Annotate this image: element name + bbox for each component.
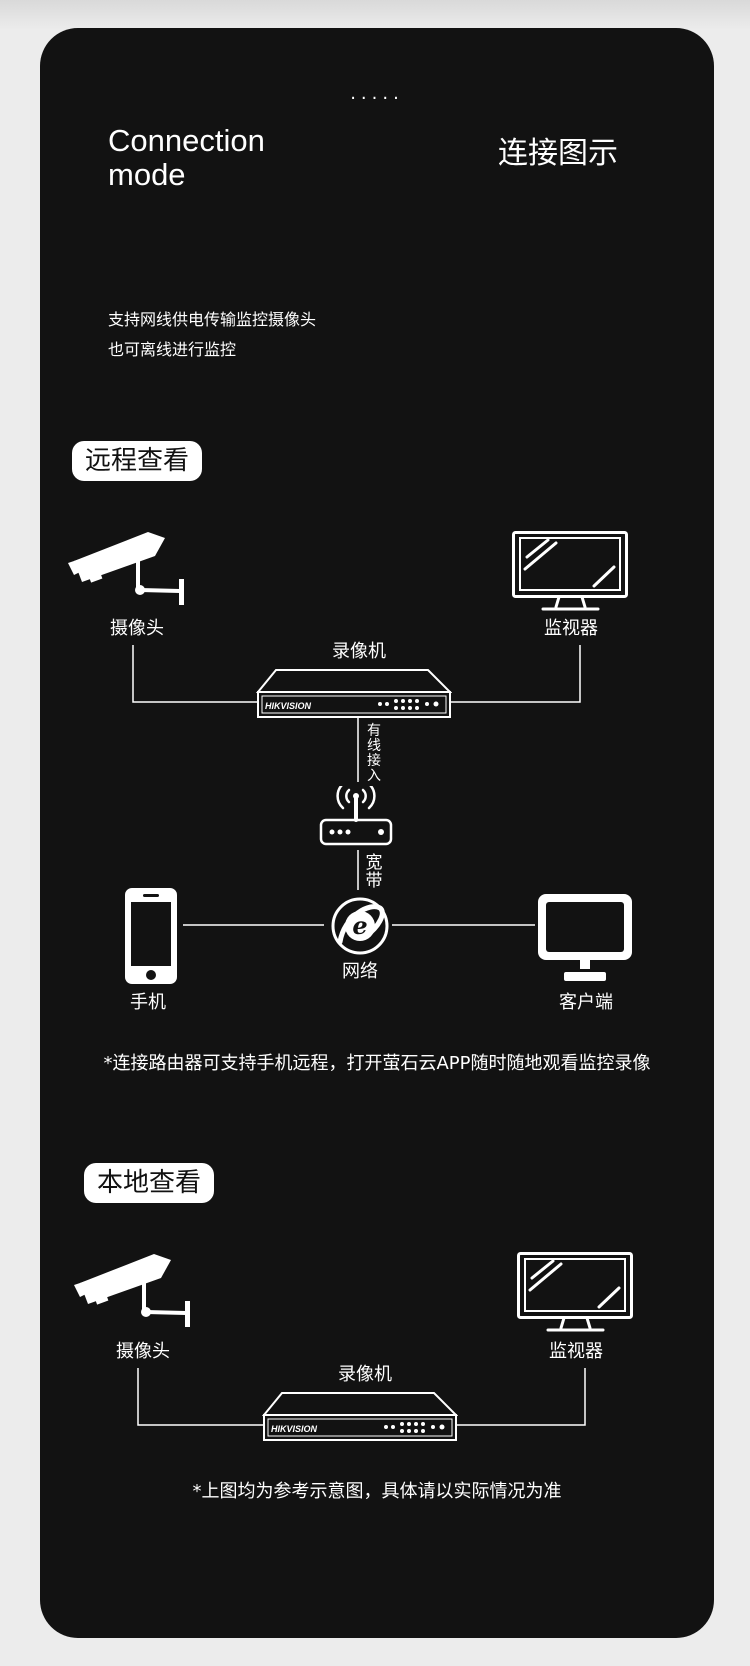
camera-label: 摄像头 xyxy=(110,618,164,639)
description-line: 支持网线供电传输监控摄像头 xyxy=(108,310,317,329)
connection-lines xyxy=(132,645,586,1426)
phone-label: 手机 xyxy=(130,992,166,1013)
camera-label: 摄像头 xyxy=(116,1341,170,1362)
monitor-label: 监视器 xyxy=(549,1341,603,1362)
svg-text:e: e xyxy=(352,911,367,940)
connection-card: ····· Connection mode 连接图示 支持网线供电传输监控摄像头… xyxy=(40,28,714,1638)
router-icon xyxy=(319,786,393,846)
remote-view-badge: 远程查看 xyxy=(72,441,203,481)
title-chinese: 连接图示 xyxy=(498,136,618,171)
client-pc-icon xyxy=(538,894,632,981)
recorder-label: 录像机 xyxy=(338,1364,392,1385)
recorder-label: 录像机 xyxy=(332,641,386,662)
nvr-icon: HIKVISION xyxy=(262,1392,458,1441)
camera-icon xyxy=(74,1254,190,1327)
nvr-brand-text: HIKVISION xyxy=(265,701,312,711)
local-view-badge: 本地查看 xyxy=(84,1163,215,1203)
monitor-icon xyxy=(517,1252,633,1332)
description: 支持网线供电传输监控摄像头 也可离线进行监控 xyxy=(108,305,316,365)
local-note: *上图均为参考示意图，具体请以实际情况为准 xyxy=(192,1481,562,1502)
nvr-brand-text: HIKVISION xyxy=(271,1424,318,1434)
remote-note: *连接路由器可支持手机远程，打开萤石云APP随时随地观看监控录像 xyxy=(103,1053,651,1074)
monitor-icon xyxy=(512,531,628,611)
page-top-fade xyxy=(0,0,750,30)
client-label: 客户端 xyxy=(559,992,613,1013)
phone-icon xyxy=(125,888,177,984)
description-line: 也可离线进行监控 xyxy=(108,340,237,359)
wired-access-label: 有线接入 xyxy=(367,723,381,784)
broadband-label: 宽带 xyxy=(365,853,383,891)
title-english: Connection mode xyxy=(108,123,265,192)
network-label: 网络 xyxy=(342,961,378,982)
network-icon: e xyxy=(331,897,389,955)
nvr-icon: HIKVISION xyxy=(256,669,452,718)
camera-icon xyxy=(68,532,184,605)
monitor-label: 监视器 xyxy=(544,618,598,639)
decorative-dots: ····· xyxy=(350,88,404,109)
